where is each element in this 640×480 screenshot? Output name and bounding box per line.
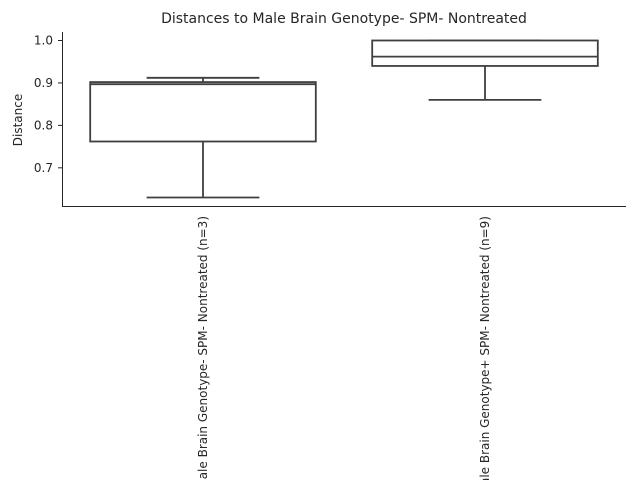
box-group [89, 39, 599, 199]
box-series-1 [89, 76, 317, 199]
iqr-box [371, 39, 599, 67]
iqr-box [89, 81, 317, 143]
y-tick-label: 1.0 [34, 33, 53, 47]
x-tick-label-group: Male Brain Genotype- SPM- Nontreated (n=… [196, 216, 492, 480]
y-axis-label: Distance [11, 94, 25, 146]
y-tick-label: 0.8 [34, 118, 53, 132]
y-tick-label: 0.9 [34, 76, 53, 90]
y-tick-group: 0.7 0.8 0.9 1.0 [34, 33, 62, 175]
x-tick-label: Male Brain Genotype- SPM- Nontreated (n=… [196, 216, 210, 480]
box-series-2 [371, 39, 599, 101]
x-tick-label: Male Brain Genotype+ SPM- Nontreated (n=… [478, 216, 492, 480]
y-tick-label: 0.7 [34, 161, 53, 175]
chart-title: Distances to Male Brain Genotype- SPM- N… [161, 11, 527, 27]
